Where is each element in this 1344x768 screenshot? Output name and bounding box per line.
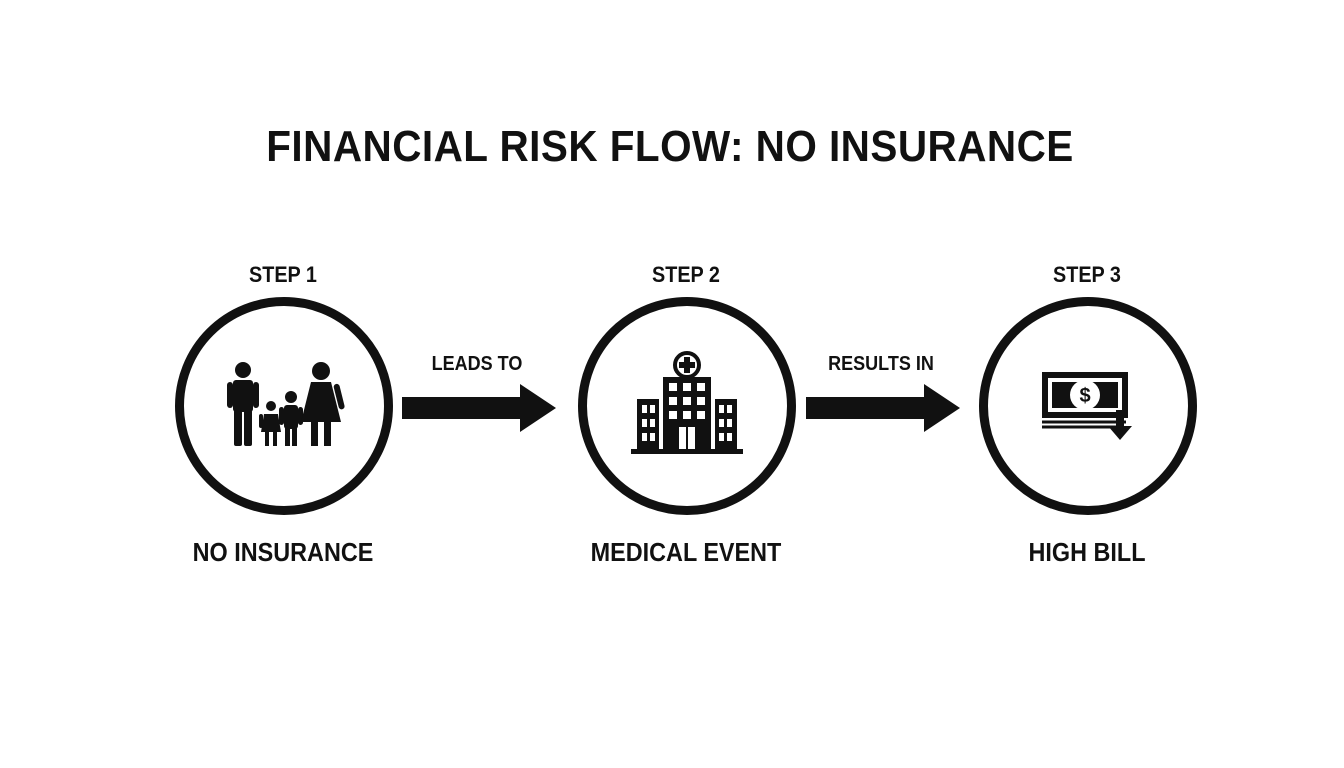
arrow-right-icon (402, 384, 556, 432)
hospital-icon (631, 351, 743, 454)
connector-2: RESULTS IN (806, 350, 976, 440)
step-3-label: STEP 3 (1053, 262, 1121, 287)
svg-text:$: $ (1079, 385, 1090, 407)
step-1-label: STEP 1 (249, 262, 317, 287)
step-2-label: STEP 2 (652, 262, 720, 287)
step-3-circle: $ (979, 297, 1197, 515)
step-1-caption: NO INSURANCE (192, 537, 374, 567)
step-1: STEP 1 (163, 0, 403, 600)
connector-2-label: RESULTS IN (828, 353, 934, 375)
step-3: STEP 3 $ HIGH BILL (967, 0, 1207, 600)
step-2: STEP 2 (566, 0, 806, 600)
step-2-caption: MEDICAL EVENT (590, 537, 782, 567)
connector-1: LEADS TO (402, 350, 572, 440)
family-icon (227, 362, 345, 446)
connector-1-label: LEADS TO (431, 353, 523, 375)
diagram-title: FINANCIAL RISK FLOW: NO INSURANCE (266, 122, 1074, 171)
money-down-icon: $ (1042, 372, 1132, 440)
arrow-right-icon (806, 384, 960, 432)
step-1-circle (175, 297, 393, 515)
step-3-caption: HIGH BILL (1028, 537, 1146, 567)
step-2-circle (578, 297, 796, 515)
